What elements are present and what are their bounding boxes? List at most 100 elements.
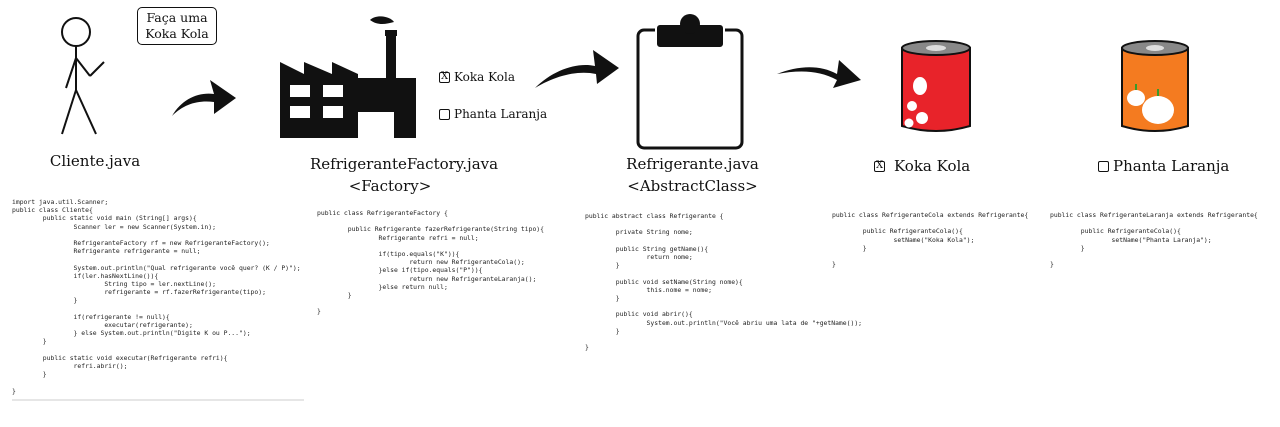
- option-phanta-laranja[interactable]: Phanta Laranja: [439, 107, 547, 121]
- code-line: setName("Phanta Laranja");: [1050, 235, 1212, 244]
- stick-figure-icon: [61, 17, 105, 135]
- code-line: public RefrigeranteCola(){: [832, 227, 963, 236]
- laranja-title: Phanta Laranja: [1113, 157, 1230, 175]
- code-line: }: [585, 294, 620, 303]
- code-line: public class Cliente{: [12, 206, 93, 215]
- code-line: }: [585, 261, 620, 270]
- laranja-title-row: Phanta Laranja: [1098, 155, 1229, 177]
- laranja-code-block: public class RefrigeranteLaranja extends…: [1050, 211, 1258, 268]
- code-line: [832, 252, 1028, 260]
- code-line: RefrigeranteFactory rf = new Refrigerant…: [12, 239, 270, 248]
- checkbox-checked-icon: X: [874, 160, 885, 172]
- arrow-right-icon: [172, 80, 236, 116]
- code-line: executar(refrigerante);: [12, 321, 193, 330]
- cola-code: public class RefrigeranteCola extends Re…: [832, 211, 1028, 268]
- code-line: public RefrigeranteCola(){: [1050, 227, 1181, 236]
- code-line: [1050, 252, 1258, 260]
- checkbox-checked-icon[interactable]: X: [439, 71, 450, 83]
- code-line: [12, 305, 304, 313]
- code-line: }: [1050, 243, 1085, 252]
- code-line: }: [585, 326, 620, 335]
- checkbox-unchecked-icon[interactable]: [439, 108, 450, 120]
- code-line: public abstract class Refrigerante {: [585, 212, 724, 220]
- code-line: import java.util.Scanner;: [12, 198, 109, 206]
- code-line: }: [317, 307, 321, 316]
- code-line: if(refrigerante != null){: [12, 312, 170, 321]
- code-line: refrigerante = rf.fazerRefrigerante(tipo…: [12, 288, 266, 297]
- cola-title: Koka Kola: [894, 157, 971, 175]
- code-line: }: [1050, 260, 1054, 269]
- code-line: refri.abrir();: [12, 362, 128, 371]
- factory-title: RefrigeranteFactory.java <Factory>: [310, 153, 499, 197]
- laranja-code: public class RefrigeranteLaranja extends…: [1050, 211, 1258, 268]
- code-line: Refrigerante refrigerante = null;: [12, 247, 201, 256]
- speech-line-2: Koka Kola: [145, 26, 209, 41]
- factory-filename: RefrigeranteFactory.java: [310, 155, 499, 173]
- code-line: }: [12, 386, 16, 395]
- code-line: [585, 335, 862, 343]
- code-line: public class RefrigeranteFactory {: [317, 209, 448, 217]
- code-line: } else System.out.println("Digite K ou P…: [12, 329, 251, 338]
- cliente-title: Cliente.java: [49, 152, 141, 170]
- clipboard-icon: [636, 14, 744, 150]
- code-line: setName("Koka Kola");: [832, 235, 975, 244]
- code-line: }: [12, 337, 47, 346]
- option-koka-kola[interactable]: X Koka Kola: [439, 70, 515, 84]
- code-line: String tipo = ler.nextLine();: [12, 280, 216, 289]
- code-line: [12, 231, 304, 239]
- code-line: System.out.println("Você abriu uma lata …: [585, 318, 863, 327]
- abstract-code-block: public abstract class Refrigerante { pri…: [585, 212, 862, 351]
- code-line: this.nome = nome;: [585, 285, 712, 294]
- cliente-code-block: import java.util.Scanner;public class Cl…: [12, 198, 304, 401]
- code-line: [585, 269, 862, 277]
- code-line: if(ler.hasNextLine()){: [12, 271, 159, 280]
- abstract-filename: Refrigerante.java: [626, 155, 759, 173]
- code-line: Refrigerante refri = null;: [317, 233, 479, 242]
- code-line: [317, 242, 544, 250]
- factory-icon: [280, 16, 416, 138]
- factory-code: public class RefrigeranteFactory { publi…: [317, 209, 544, 316]
- factory-stereotype: <Factory>: [348, 177, 432, 195]
- arrow-right-icon: [535, 50, 619, 88]
- cola-title-row: X Koka Kola: [874, 155, 970, 177]
- speech-bubble: Faça uma Koka Kola: [137, 7, 217, 45]
- code-line: public class RefrigeranteLaranja extends…: [1050, 211, 1258, 219]
- code-line: private String nome;: [585, 228, 693, 237]
- abstract-title: Refrigerante.java <AbstractClass>: [610, 153, 775, 197]
- code-line: }: [12, 370, 47, 379]
- code-line: public static void executar(Refrigerante…: [12, 353, 228, 362]
- code-line: return nome;: [585, 253, 693, 262]
- checkbox-unchecked-icon: [1098, 160, 1109, 172]
- code-line: public void abrir(){: [585, 310, 693, 319]
- code-line: [317, 217, 544, 225]
- option-label: Koka Kola: [454, 70, 515, 84]
- divider: [12, 398, 304, 401]
- code-line: public static void main (String[] args){: [12, 214, 197, 223]
- speech-line-1: Faça uma: [146, 10, 208, 25]
- code-line: public class RefrigeranteCola extends Re…: [832, 211, 1029, 219]
- orange-can-icon: [1121, 40, 1189, 132]
- abstract-stereotype: <AbstractClass>: [627, 177, 758, 195]
- cola-code-block: public class RefrigeranteCola extends Re…: [832, 211, 1028, 268]
- factory-code-block: public class RefrigeranteFactory { publi…: [317, 209, 544, 316]
- cola-can-icon: [901, 40, 971, 132]
- option-label: Phanta Laranja: [454, 107, 548, 121]
- code-line: [12, 378, 304, 386]
- code-line: public Refrigerante fazerRefrigerante(St…: [317, 225, 545, 234]
- code-line: [1050, 219, 1258, 227]
- code-line: System.out.println("Qual refrigerante vo…: [12, 263, 301, 272]
- code-line: [12, 346, 304, 354]
- code-line: }: [12, 296, 78, 305]
- code-line: [585, 220, 862, 228]
- code-line: if(tipo.equals("K")){: [317, 250, 460, 259]
- cliente-code: import java.util.Scanner;public class Cl…: [12, 198, 304, 395]
- code-line: }: [832, 260, 836, 269]
- arrow-right-icon: [777, 60, 861, 88]
- code-line: [832, 219, 1028, 227]
- abstract-code: public abstract class Refrigerante { pri…: [585, 212, 862, 351]
- code-line: }else if(tipo.equals("P")){: [317, 266, 483, 275]
- code-line: return new RefrigeranteCola();: [317, 258, 525, 267]
- code-line: public String getName(){: [585, 244, 709, 253]
- code-line: }: [585, 343, 589, 352]
- code-line: [12, 255, 304, 263]
